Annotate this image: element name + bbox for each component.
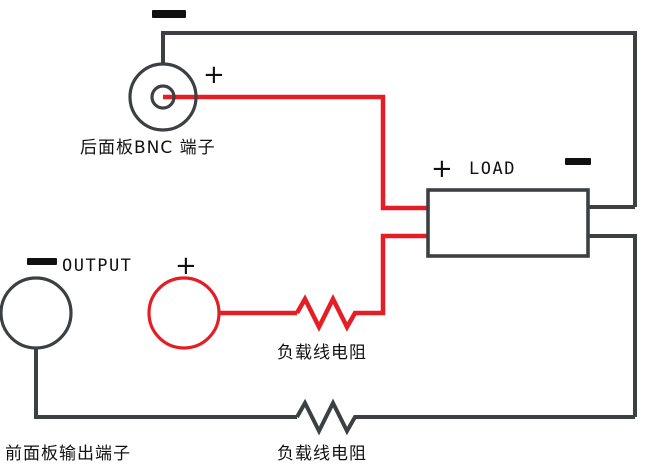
- plus-sign-load-left: +: [431, 154, 453, 184]
- label-output: OUTPUT: [62, 256, 132, 276]
- label-load: LOAD: [469, 159, 516, 179]
- load-box: [426, 188, 590, 258]
- plus-sign-front-positive: +: [175, 251, 197, 281]
- minus-sign-front-output: [27, 258, 57, 265]
- label-lower-load-wire-resistance: 负载线电阻: [277, 444, 367, 464]
- wire-front-negative-to-bottom-resistor: [34, 348, 297, 419]
- lower-load-wire-resistor-symbol: [295, 398, 635, 436]
- minus-sign-bnc-shell: [152, 10, 186, 18]
- plus-sign-bnc-center: +: [203, 60, 225, 90]
- label-front-panel-output: 前面板输出端子: [5, 444, 131, 464]
- wire-bnc-center-to-load-plus: [163, 94, 428, 211]
- wire-bnc-shell-to-load-minus: [161, 31, 637, 207]
- label-upper-load-wire-resistance: 负载线电阻: [277, 343, 367, 363]
- front-panel-positive-terminal: [147, 276, 221, 350]
- upper-load-wire-resistor-symbol: [295, 233, 428, 333]
- wire-load-minus-lower-to-bottom-rail: [588, 234, 637, 417]
- minus-sign-load-right: [565, 158, 591, 165]
- bnc-center-pin: [150, 84, 176, 110]
- bnc-outer-ring: [128, 62, 198, 132]
- front-panel-negative-terminal: [0, 276, 73, 350]
- label-rear-panel-bnc: 后面板BNC 端子: [80, 138, 216, 158]
